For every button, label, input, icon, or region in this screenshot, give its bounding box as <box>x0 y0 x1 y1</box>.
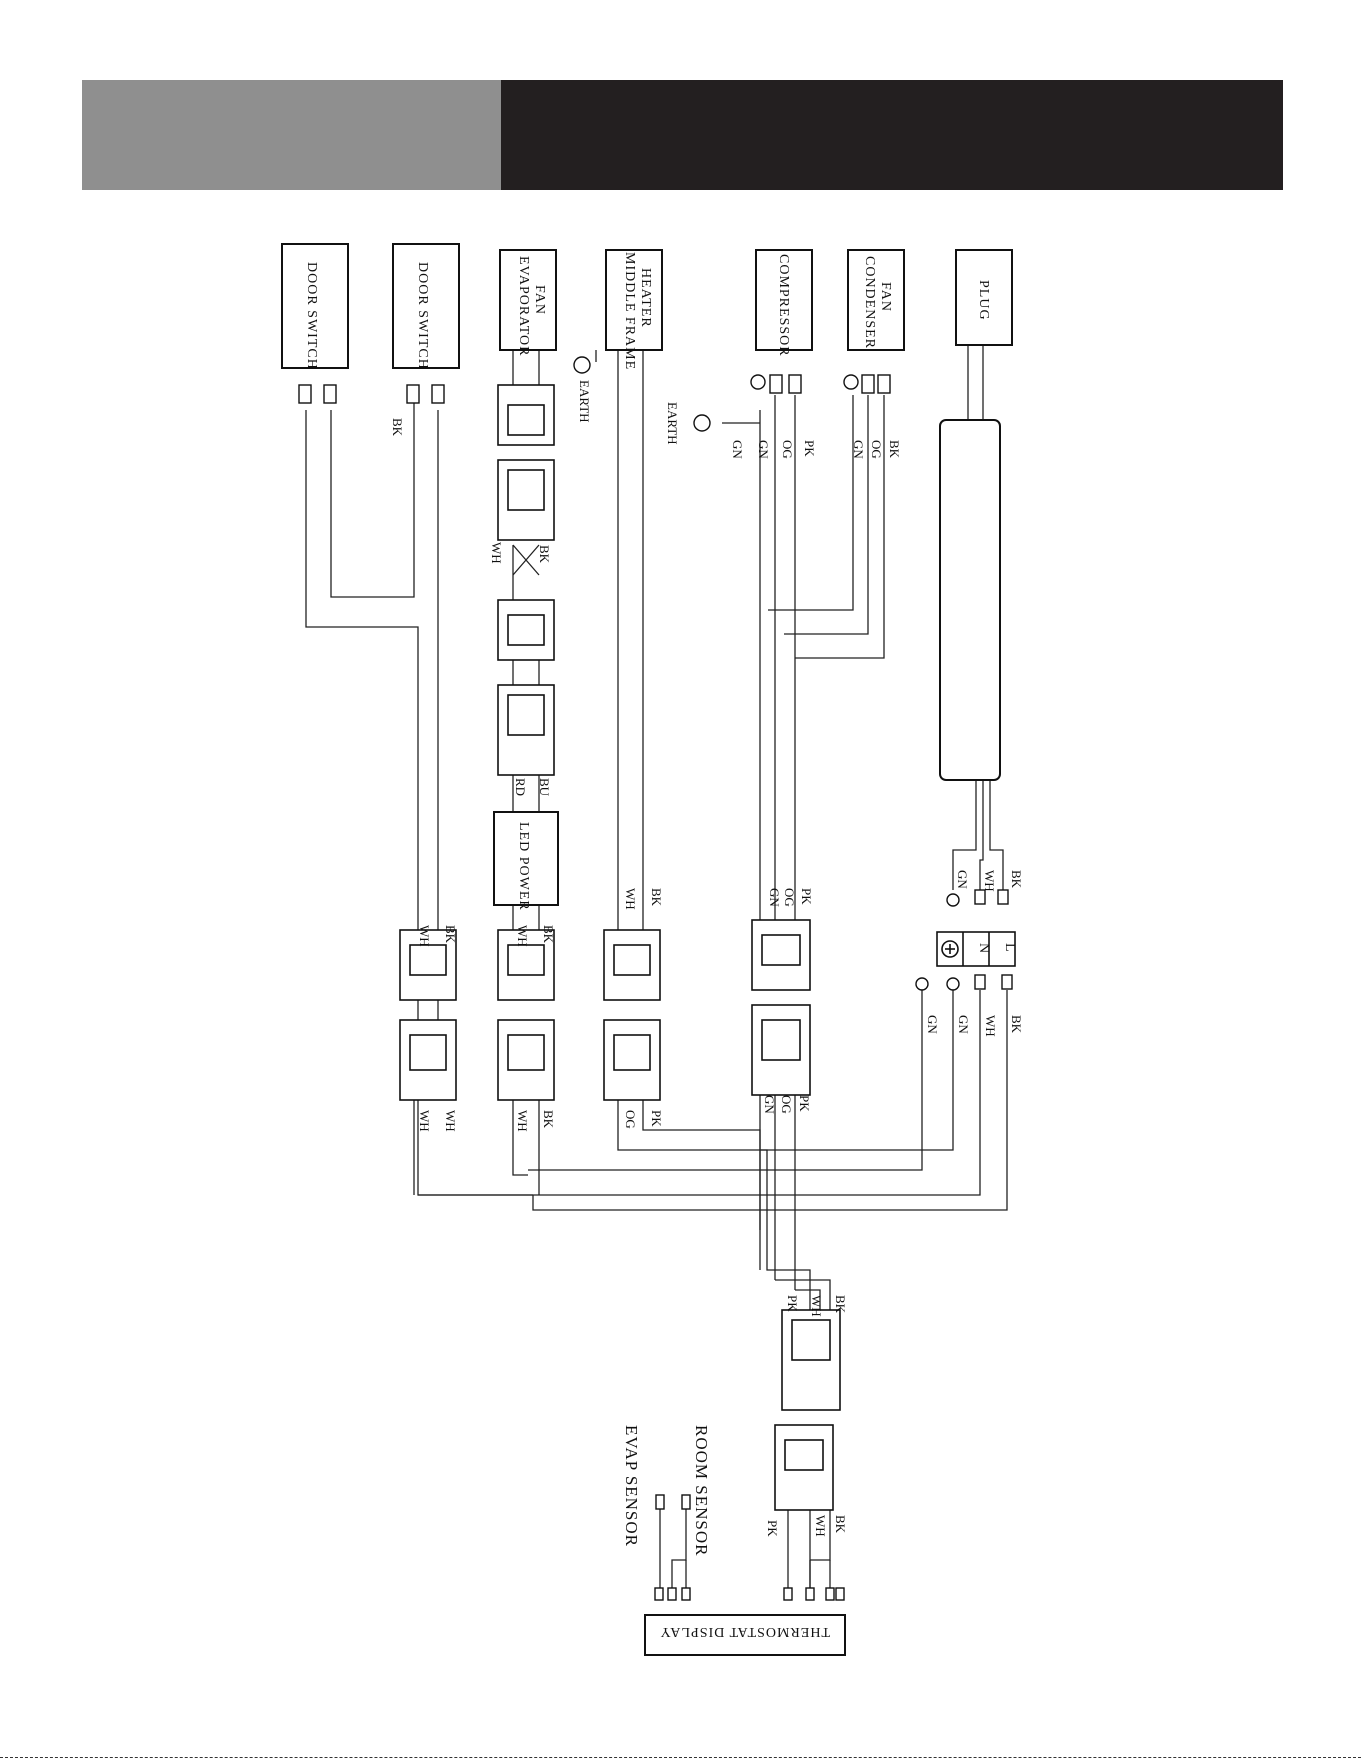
condenser-fan-label-1: CONDENSER <box>862 256 877 349</box>
evap-sensor-label: EVAP SENSOR <box>622 1425 641 1547</box>
wire-label-gn: GN <box>956 1015 971 1034</box>
plug-ring <box>947 894 959 906</box>
earth-ring-2 <box>574 357 590 373</box>
term-ring-2 <box>947 978 959 990</box>
connector-led-2 <box>498 1020 554 1100</box>
wire-label-bk: BK <box>649 888 664 907</box>
wire-label-bk: BK <box>833 1515 848 1534</box>
terminal-comp-a <box>770 375 782 393</box>
wire-label-gn: GN <box>730 440 745 459</box>
ring-cond <box>844 375 858 389</box>
wire-labels: BK BK WH RD BU GN GN OG PK GN OG BK GN W… <box>390 418 1024 1537</box>
connector-comp-1 <box>752 920 810 990</box>
wire-label-bu: BU <box>537 778 552 797</box>
door-switch-2-label: DOOR SWITCH <box>415 262 430 370</box>
terminal-n: N <box>976 943 991 954</box>
thermostat-display-label: THERMOSTAT DISPLAY <box>659 1624 830 1639</box>
evaporator-fan-label-1: EVAPORATOR <box>516 256 531 357</box>
wire-label-wh: WH <box>515 925 530 947</box>
wire-label-gn: GN <box>955 870 970 889</box>
connector-evap-4 <box>498 685 554 775</box>
ring-comp <box>751 375 765 389</box>
terminal-ds2-a <box>407 385 419 403</box>
wire-label-bk: BK <box>443 925 458 944</box>
wire-label-og: OG <box>623 1110 638 1129</box>
middle-frame-heater-label-1: MIDDLE FRAME <box>622 252 637 370</box>
plug-spade-bk <box>998 890 1008 904</box>
led-power-label: LED POWER <box>516 822 531 911</box>
wire-label-wh: WH <box>813 1515 828 1537</box>
wire-label-wh: WH <box>982 870 997 892</box>
wire-label-pk: PK <box>649 1110 664 1127</box>
wire-label-pk: PK <box>797 1095 812 1112</box>
connectors <box>400 385 840 1510</box>
terminal-ds2-b <box>432 385 444 403</box>
wire-label-wh: WH <box>417 925 432 947</box>
wire-label-og: OG <box>780 440 795 459</box>
wire-label-wh: WH <box>623 888 638 910</box>
wire-label-bk: BK <box>1009 870 1024 889</box>
condenser-fan-label-2: FAN <box>878 282 893 312</box>
wire-label-og: OG <box>869 440 884 459</box>
wire-label-bk: BK <box>833 1295 848 1314</box>
wire-label-og: OG <box>782 888 797 907</box>
connector-evap-3 <box>498 600 554 660</box>
wire-label-pk: PK <box>802 440 817 457</box>
wire-label-bk: BK <box>537 545 552 564</box>
terminal-cond-a <box>862 375 874 393</box>
connector-thermo-1 <box>782 1310 840 1410</box>
wire-label-wh: WH <box>515 1110 530 1132</box>
wire-label-wh: WH <box>417 1110 432 1132</box>
wire-label-bk: BK <box>1009 1015 1024 1034</box>
evaporator-fan-label-2: FAN <box>532 285 547 315</box>
term-spade-1 <box>975 975 985 989</box>
terminal-cond-b <box>878 375 890 393</box>
wire-label-rd: RD <box>513 778 528 796</box>
evap-sensor-probe <box>656 1495 664 1509</box>
wire-label-bk: BK <box>887 440 902 459</box>
earth-label-1: EARTH <box>665 402 680 445</box>
wire-label-wh: WH <box>443 1110 458 1132</box>
term-spade-2 <box>1002 975 1012 989</box>
connector-evap-1 <box>498 385 554 445</box>
wire-label-og: OG <box>779 1095 794 1114</box>
earth-label-2: EARTH <box>577 380 592 423</box>
wire-label-wh: WH <box>809 1295 824 1317</box>
plug-cord-sheath <box>940 420 1000 780</box>
door-switch-1-label: DOOR SWITCH <box>304 262 319 370</box>
terminal-ds1-a <box>299 385 311 403</box>
term-ring-1 <box>916 978 928 990</box>
wire-label-gn: GN <box>925 1015 940 1034</box>
terminal-l: L <box>1002 943 1017 953</box>
connector-evap-2 <box>498 460 554 540</box>
wire-label-gn: GN <box>762 1095 777 1114</box>
room-sensor-label: ROOM SENSOR <box>692 1425 711 1556</box>
wire-label-pk: PK <box>765 1520 780 1537</box>
connector-heater-1 <box>604 930 660 1000</box>
plug-label: PLUG <box>976 280 991 321</box>
wire-label-pk: PK <box>785 1295 800 1312</box>
terminal-comp-b <box>789 375 801 393</box>
wire-label-gn: GN <box>767 888 782 907</box>
wire-label-bk: BK <box>541 1110 556 1129</box>
middle-frame-heater-label-2: HEATER <box>638 268 653 328</box>
plug-spade-wh <box>975 890 985 904</box>
compressor-label: COMPRESSOR <box>776 254 791 357</box>
connector-heater-2 <box>604 1020 660 1100</box>
terminal-ds1-b <box>324 385 336 403</box>
wire-label-wh: WH <box>489 542 504 564</box>
wire-label-bk: BK <box>541 925 556 944</box>
connector-comp-2 <box>752 1005 810 1095</box>
wire-label-pk: PK <box>799 888 814 905</box>
wire-label-wh: WH <box>983 1015 998 1037</box>
wire-label-gn: GN <box>756 440 771 459</box>
bottom-rule <box>0 1757 1361 1758</box>
connector-door-2 <box>400 1020 456 1100</box>
connector-thermo-2 <box>775 1425 833 1510</box>
wire-label-gn: GN <box>851 440 866 459</box>
room-sensor-probe <box>682 1495 690 1509</box>
wire-label-bk: BK <box>390 418 405 437</box>
earth-ring-1 <box>694 415 710 431</box>
